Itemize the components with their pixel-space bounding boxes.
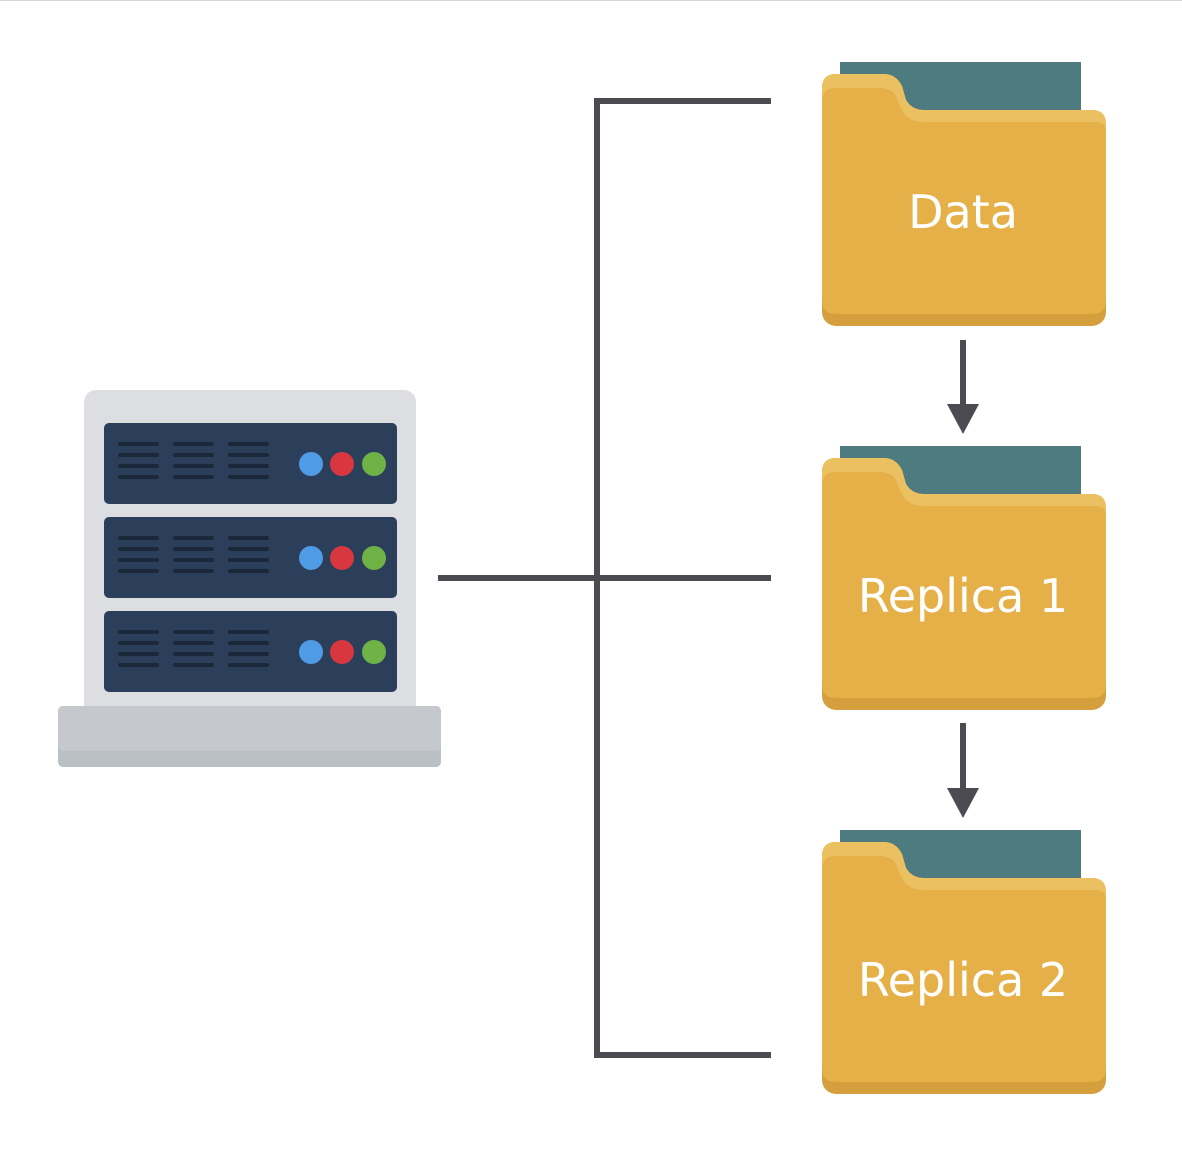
folder-icon xyxy=(822,62,1106,326)
red-led-icon xyxy=(330,546,354,570)
arrow-data-to-replica-1 xyxy=(947,340,979,434)
blue-led-icon xyxy=(299,452,323,476)
top-border xyxy=(0,0,1182,1)
folder-label: Replica 2 xyxy=(858,953,1068,1007)
folder-3: Replica 2 xyxy=(822,830,1106,1094)
folder-1: Data xyxy=(822,62,1106,326)
green-led-icon xyxy=(362,452,386,476)
blue-led-icon xyxy=(299,546,323,570)
server-unit xyxy=(104,423,397,504)
red-led-icon xyxy=(330,452,354,476)
folder-icon xyxy=(822,446,1106,710)
blue-led-icon xyxy=(299,640,323,664)
server-unit xyxy=(104,517,397,598)
green-led-icon xyxy=(362,546,386,570)
vent-slots xyxy=(118,630,269,667)
folder-icon xyxy=(822,830,1106,1094)
connector-lines xyxy=(438,98,771,1058)
arrow-replica-1-to-replica-2 xyxy=(947,723,979,818)
folder-2: Replica 1 xyxy=(822,446,1106,710)
red-led-icon xyxy=(330,640,354,664)
server-unit xyxy=(104,611,397,692)
vent-slots xyxy=(118,442,269,479)
bracket-connector xyxy=(594,98,771,1058)
green-led-icon xyxy=(362,640,386,664)
vent-slots xyxy=(118,536,269,573)
server-rack-icon xyxy=(58,390,441,767)
folder-label: Data xyxy=(908,185,1018,239)
folder-label: Replica 1 xyxy=(858,569,1068,623)
